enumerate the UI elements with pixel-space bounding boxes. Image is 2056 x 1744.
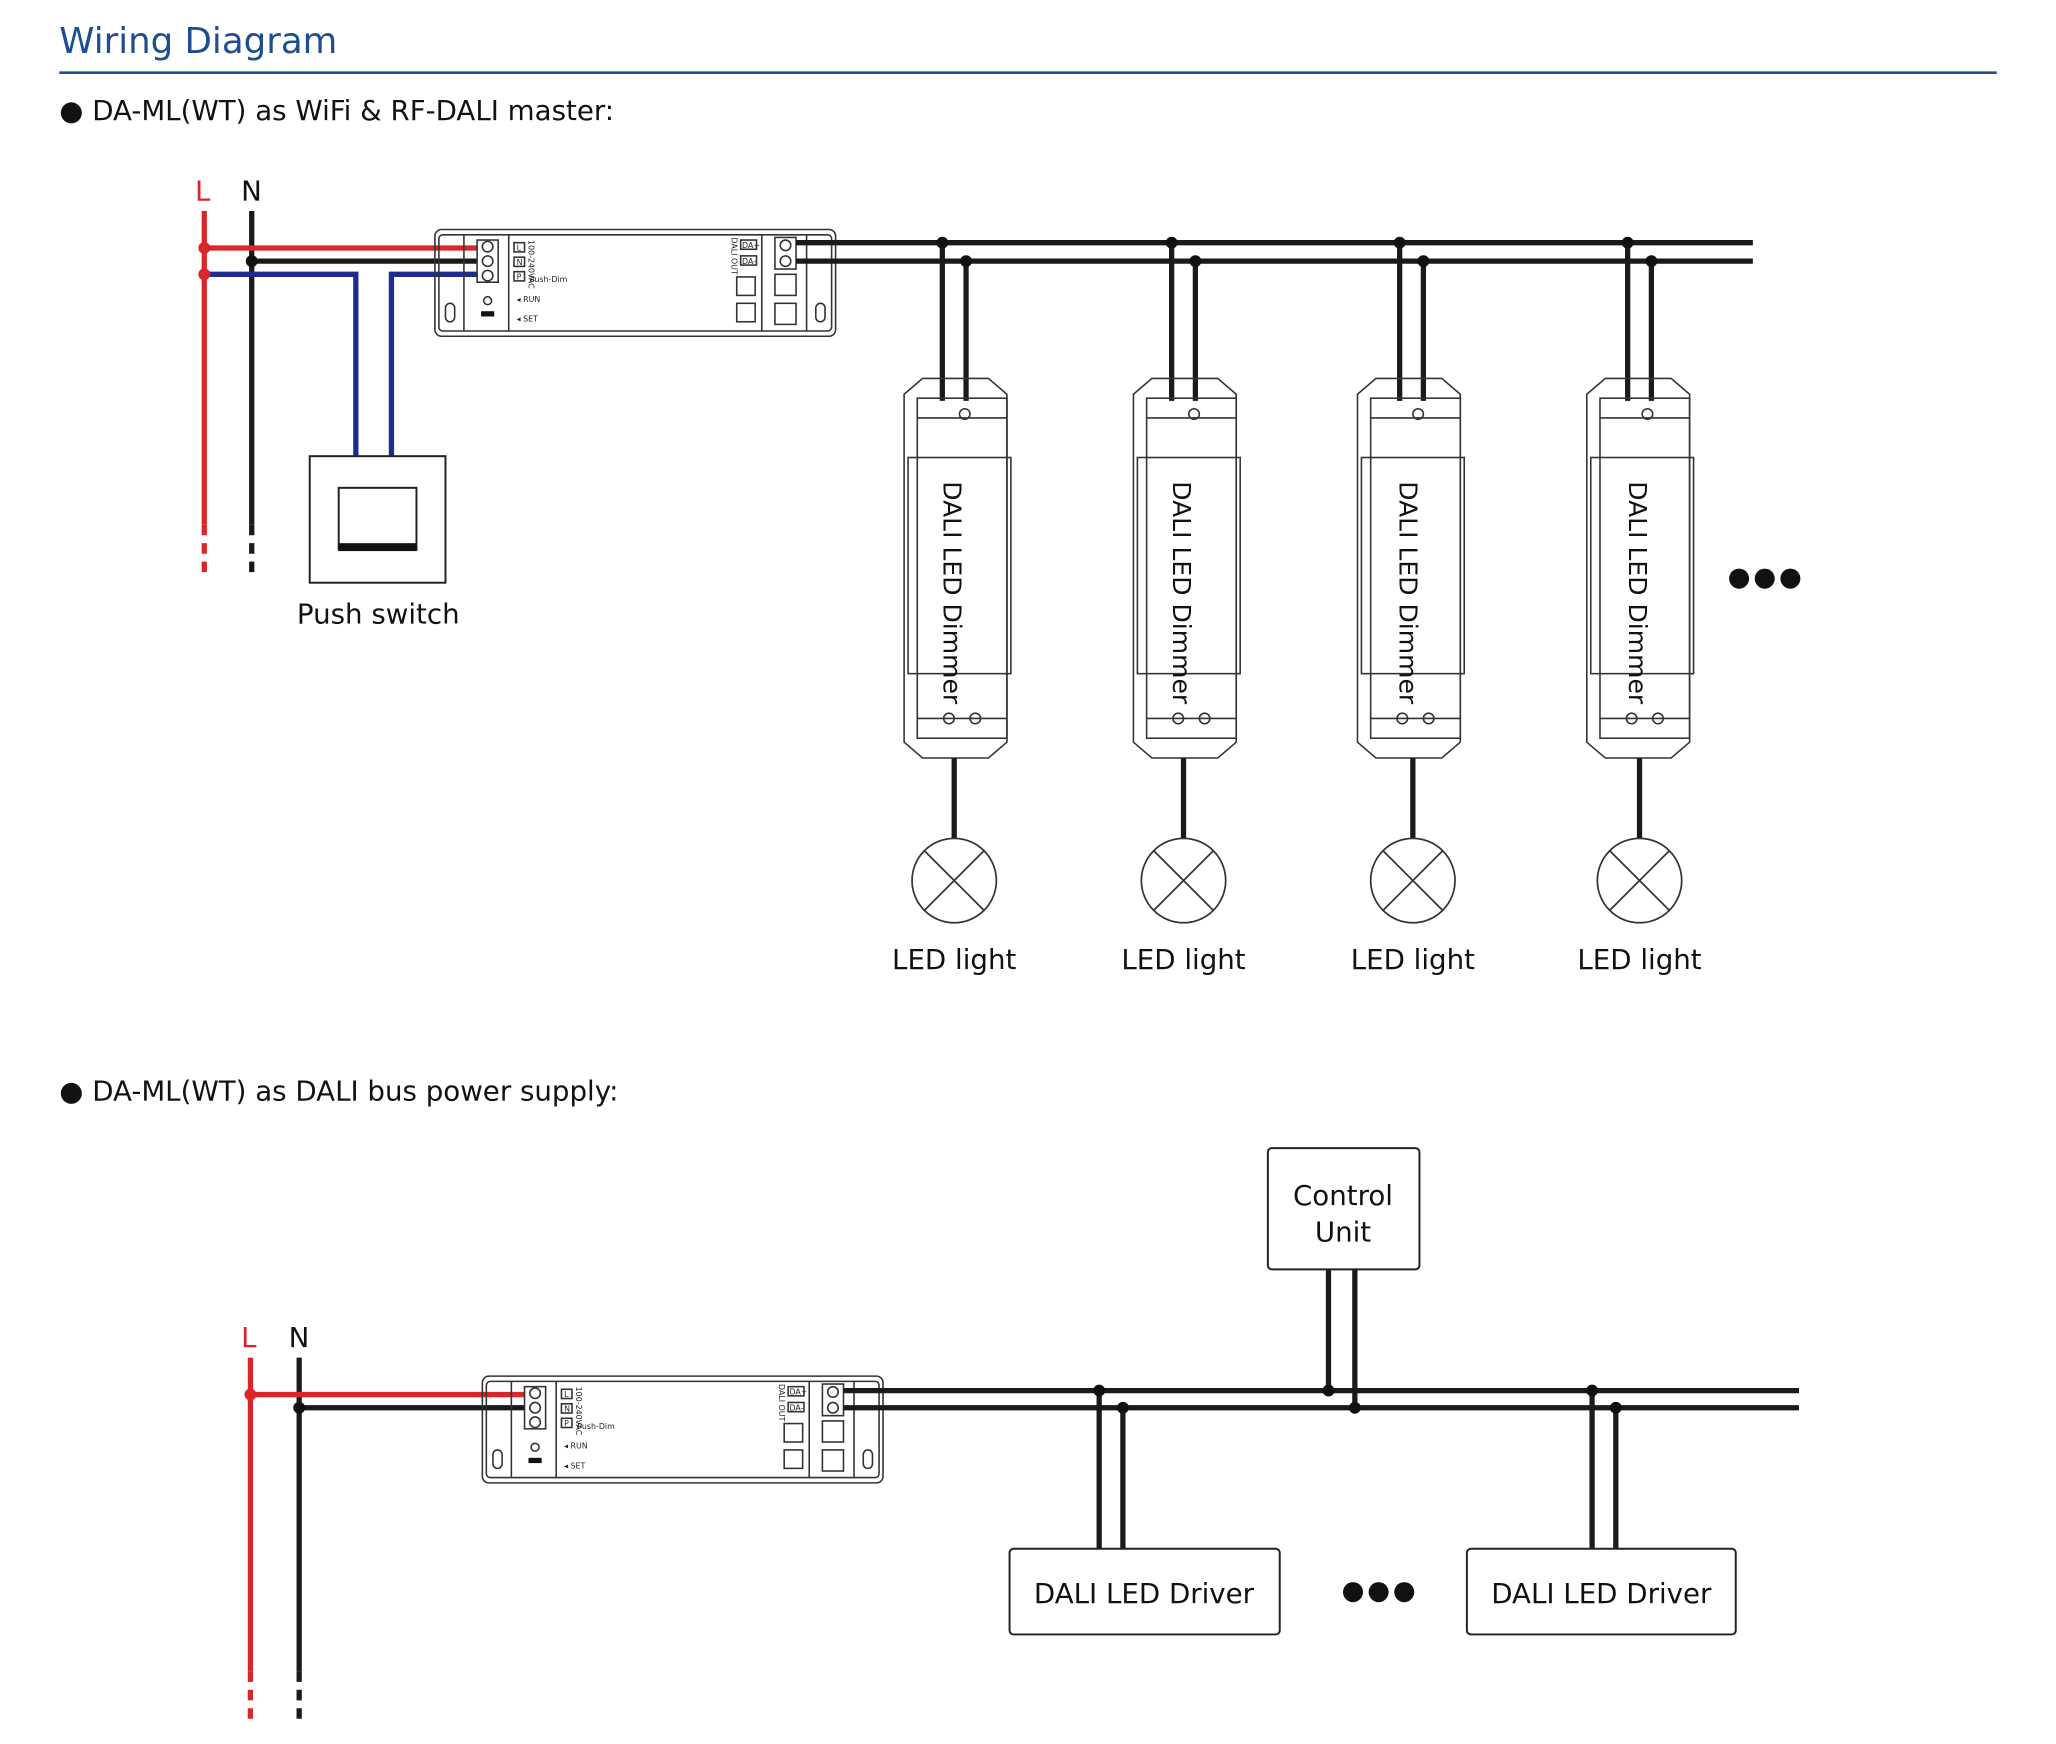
device-da-minus: DA- <box>742 257 756 266</box>
device-dali-out-label: DALI OUT <box>729 237 738 275</box>
driver-label: DALI LED Driver <box>1034 1577 1255 1610</box>
device-push-label: Push-Dim <box>577 1422 615 1431</box>
led-light-label: LED light <box>1577 943 1701 976</box>
led-light-icon <box>1596 837 1683 924</box>
led-light-icon <box>1140 837 1227 924</box>
neutral-label: N <box>241 175 262 208</box>
control-unit-label-1: Control <box>1293 1179 1393 1212</box>
dimmer-label: DALI LED Dimmer <box>1167 481 1196 705</box>
device-da-plus: DA+ <box>789 1388 807 1397</box>
neutral-label: N <box>289 1321 310 1354</box>
section1-heading: ● DA-ML(WT) as WiFi & RF-DALI master: <box>59 94 614 127</box>
device-set-label: ◂ SET <box>564 1461 585 1470</box>
device-P-label: P <box>517 273 522 282</box>
device-push-label: Push-Dim <box>530 275 568 284</box>
led-light-label: LED light <box>892 943 1016 976</box>
device-input-label: 100-240VAC <box>574 1387 583 1436</box>
device-da-minus: DA- <box>789 1403 803 1412</box>
device-N-label: N <box>517 258 523 267</box>
push-switch <box>308 455 447 584</box>
live-label: L <box>241 1321 257 1354</box>
device-L-label: L <box>517 244 522 253</box>
dali-bus-2 <box>843 1269 1799 1549</box>
mains-wires <box>198 211 478 575</box>
da-ml-controller: L N P 100-240VAC Push-Dim ◂ RUN ◂ SET DA… <box>434 228 837 338</box>
control-unit-label-2: Unit <box>1315 1216 1371 1249</box>
device-L-label: L <box>564 1390 569 1399</box>
led-light-label: LED light <box>1351 943 1475 976</box>
da-ml-power-supply: L N P 100-240VAC Push-Dim ◂ RUN ◂ SET DA… <box>481 1375 884 1484</box>
dimmer-label: DALI LED Dimmer <box>938 481 967 705</box>
device-input-label: 100-240VAC <box>526 240 535 289</box>
device-P-label: P <box>564 1419 569 1428</box>
push-switch-label: Push switch <box>297 598 460 631</box>
section2-heading: ● DA-ML(WT) as DALI bus power supply: <box>59 1075 618 1108</box>
dimmer-unit: DALI LED Dimmer LED light <box>1577 236 1702 976</box>
device-da-plus: DA+ <box>742 241 760 250</box>
dimmer-label: DALI LED Dimmer <box>1623 481 1652 705</box>
dali-bus-1 <box>796 240 1753 264</box>
device-run-label: ◂ RUN <box>564 1442 588 1451</box>
led-light-label: LED light <box>1121 943 1245 976</box>
page-title: Wiring Diagram <box>59 21 337 62</box>
dali-led-driver: DALI LED Driver <box>1008 1547 1281 1636</box>
more-drivers-ellipsis: ●●● <box>1341 1576 1418 1606</box>
dali-led-driver: DALI LED Driver <box>1465 1547 1737 1636</box>
device-dali-out-label: DALI OUT <box>777 1384 786 1422</box>
driver-label: DALI LED Driver <box>1491 1577 1712 1610</box>
more-dimmers-ellipsis: ●●● <box>1728 562 1805 592</box>
dimmer-label: DALI LED Dimmer <box>1394 481 1423 705</box>
dimmer-unit: DALI LED Dimmer LED light <box>1351 236 1475 976</box>
device-set-label: ◂ SET <box>517 315 538 324</box>
live-label: L <box>195 175 211 208</box>
dimmer-unit: DALI LED Dimmer LED light <box>1121 236 1246 976</box>
led-light-icon <box>1369 837 1456 924</box>
control-unit: Control Unit <box>1266 1147 1421 1271</box>
dimmer-unit: DALI LED Dimmer LED light <box>892 236 1016 976</box>
led-light-icon <box>911 837 998 924</box>
device-N-label: N <box>564 1405 570 1414</box>
device-run-label: ◂ RUN <box>517 295 541 304</box>
